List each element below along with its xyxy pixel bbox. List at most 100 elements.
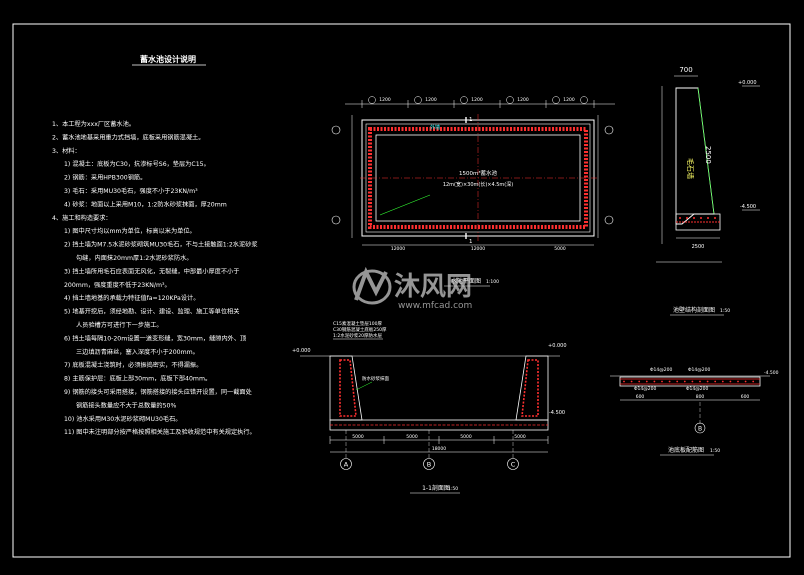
watermark: 沐风网 www.mfcad.com bbox=[352, 266, 472, 311]
plan-top-dim: 1200 bbox=[563, 97, 575, 103]
section-inner-label: 防水砂浆抹面 bbox=[362, 375, 389, 382]
section-dim: 5000 bbox=[406, 434, 418, 440]
base-slab bbox=[619, 376, 761, 387]
plan-wall-label: 外墙 bbox=[430, 124, 440, 131]
plan-center-label: 1500m³蓄水池 bbox=[459, 169, 498, 177]
plan-bottom-dim: 12000 bbox=[391, 246, 405, 252]
section-caption: 1-1剖面图 bbox=[422, 484, 450, 492]
axis-bubble bbox=[340, 458, 352, 470]
section-left-wall bbox=[329, 355, 363, 421]
section-dim: 5000 bbox=[460, 434, 472, 440]
note-line: 3、材料： bbox=[52, 147, 81, 155]
section-right-wall bbox=[515, 355, 549, 421]
section-elev-bot: -4.500 bbox=[549, 410, 565, 416]
section-mark: 1 bbox=[469, 117, 473, 123]
wall-caption: 池壁结构剖面图 bbox=[673, 306, 715, 314]
note-line: 3) 挡土墙所用毛石应表面无风化，无裂缝，中部最小厚度不小于 bbox=[64, 267, 239, 275]
note-line: 5) 地基开挖后，须经地勘、设计、建设、监理、施工等单位相关 bbox=[64, 308, 239, 316]
wall-scale: 1:50 bbox=[720, 308, 730, 314]
base-axis-label: B bbox=[698, 426, 702, 433]
base-scale: 1:50 bbox=[710, 448, 720, 454]
note-line: 三边填沥青麻丝，塞入深度不小于200mm。 bbox=[76, 348, 199, 356]
drawing-frame bbox=[12, 23, 791, 558]
note-line: 3) 毛石：采用MU30毛石，强度不小于23KN/m³ bbox=[64, 187, 198, 195]
section-dim: 5000 bbox=[514, 434, 526, 440]
base-dim: 600 bbox=[636, 394, 645, 400]
note-line: 人员验槽方可进行下一步施工。 bbox=[76, 321, 163, 329]
note-line: 1) 图中尺寸均以mm为单位，标高以米为单位。 bbox=[64, 227, 196, 235]
section-total-dim: 18000 bbox=[432, 446, 446, 452]
axis-bubble bbox=[460, 96, 468, 104]
watermark-logo-icon bbox=[352, 266, 392, 305]
watermark-brand: 沐风网 bbox=[394, 272, 472, 302]
wall-elev-top: +0.000 bbox=[738, 80, 757, 86]
axis-bubble bbox=[368, 96, 376, 104]
section-axis-label: B bbox=[427, 461, 431, 469]
plan-center-sub: 12m(宽)×30m(长)×4.5m(深) bbox=[443, 181, 513, 188]
notes-title: 蓄水池设计说明 bbox=[140, 54, 196, 64]
note-line: 4) 挡土墙地基的承载力特征值fa=120KPa设计。 bbox=[64, 294, 199, 302]
axis-bubble bbox=[552, 96, 560, 104]
axis-bubble bbox=[331, 215, 341, 225]
plan-caption: 水池平面图 bbox=[451, 277, 481, 285]
rebar-label: Φ14@200 bbox=[634, 386, 656, 392]
axis-bubble bbox=[507, 458, 519, 470]
note-line: 8) 主筋保护层：底板上部30mm，底板下部40mm。 bbox=[64, 375, 211, 383]
note-line: 2、蓄水池地基采用重力式挡墙，底板采用钢筋混凝土。 bbox=[52, 133, 204, 141]
note-line: 10) 池水采用M30水泥砂浆砌MU30毛石。 bbox=[64, 415, 181, 423]
base-elev: -4.500 bbox=[764, 370, 779, 376]
axis-bubble bbox=[604, 125, 614, 135]
note-line: 2) 钢筋：采用HPB300钢筋。 bbox=[64, 174, 146, 182]
design-notes: 蓄水池设计说明 1、本工程为xxx厂区蓄水池。 2、蓄水池地基采用重力式挡墙，底板… bbox=[52, 54, 258, 436]
note-line: 1、本工程为xxx厂区蓄水池。 bbox=[52, 120, 135, 128]
rebar-label: Φ14@200 bbox=[650, 367, 672, 373]
wall-text-left: 毛石墙 bbox=[686, 158, 695, 179]
plan-bottom-dim: 5000 bbox=[554, 246, 566, 252]
note-line: 7) 底板混凝土浇筑时，必须振捣密实，不得漏振。 bbox=[64, 361, 202, 369]
base-caption: 池底板配筋图 bbox=[668, 446, 704, 454]
axis-bubble bbox=[604, 215, 614, 225]
plan-top-dim: 1200 bbox=[471, 97, 483, 103]
section-mark: 1 bbox=[469, 239, 473, 245]
wall-elev-mid: -4.500 bbox=[740, 204, 756, 210]
section-axis-label: C bbox=[511, 461, 516, 469]
section-note: C15素混凝土垫层100厚 bbox=[333, 320, 382, 327]
note-line: 4) 砂浆：地面以上采用M10，1:2防水砂浆抹面，厚20mm bbox=[64, 200, 227, 208]
plan-scale: 1:100 bbox=[486, 279, 499, 285]
note-line: 9) 钢筋的接头可采用搭接，钢筋搭接的接头应错开设置，同一截面处 bbox=[64, 388, 252, 396]
watermark-url: www.mfcad.com bbox=[398, 301, 472, 311]
section-1-1: C15素混凝土垫层100厚 C30钢筋混凝土底板250厚 1:2水泥砂浆20厚防… bbox=[292, 320, 567, 494]
plan-top-dim: 1200 bbox=[517, 97, 529, 103]
notes-list: 1、本工程为xxx厂区蓄水池。 2、蓄水池地基采用重力式挡墙，底板采用钢筋混凝土。… bbox=[52, 120, 258, 436]
note-line: 1) 混凝土：底板为C30，抗渗标号S6，垫层为C15。 bbox=[64, 160, 210, 168]
axis-bubble bbox=[580, 96, 588, 104]
note-line: 4、施工和构造要求： bbox=[52, 214, 112, 222]
plan-top-dim: 1200 bbox=[379, 97, 391, 103]
plan-top-dim: 1200 bbox=[425, 97, 437, 103]
section-note: 1:2水泥砂浆20厚防水层 bbox=[333, 332, 382, 339]
section-scale: 1:50 bbox=[448, 486, 458, 492]
section-dim: 5000 bbox=[352, 434, 364, 440]
note-line: 勾缝，内面抹20mm厚1:2水泥砂浆防水。 bbox=[76, 254, 193, 262]
wall-top-dim: 700 bbox=[679, 66, 692, 74]
axis-bubble bbox=[414, 96, 422, 104]
section-axis-label: A bbox=[344, 461, 349, 469]
base-detail: Φ14@200 Φ14@200 Φ14@200 Φ14@200 -4.500 6… bbox=[610, 367, 779, 456]
rebar-label: Φ14@200 bbox=[686, 386, 708, 392]
note-line: 钢筋接头数量应不大于总数量的50% bbox=[76, 401, 176, 409]
base-dim: 600 bbox=[741, 394, 750, 400]
section-note: C30钢筋混凝土底板250厚 bbox=[333, 326, 387, 333]
axis-bubble bbox=[506, 96, 514, 104]
plan-view: 1200 1200 1200 1200 1200 1500m³蓄水池 12m(宽)×30… bbox=[331, 96, 615, 287]
note-line: 2) 挡土墙为M7.5水泥砂浆砌筑MU30毛石，不与土接触面1:2水泥砂浆 bbox=[64, 241, 258, 249]
axis-bubble bbox=[423, 458, 435, 470]
base-dim: 800 bbox=[696, 394, 705, 400]
axis-bubble-b bbox=[694, 422, 706, 434]
wall-section: 700 +0.000 毛石墙 2500 -4.500 2500 池壁结构剖面图 … bbox=[656, 66, 760, 316]
note-line: 11) 图中未注明部分按严格按照相关施工及验收规范中有关规定执行。 bbox=[64, 428, 256, 436]
section-elev-right: +0.000 bbox=[548, 343, 567, 349]
wall-base-dim: 2500 bbox=[692, 244, 705, 250]
axis-bubble bbox=[331, 125, 341, 135]
